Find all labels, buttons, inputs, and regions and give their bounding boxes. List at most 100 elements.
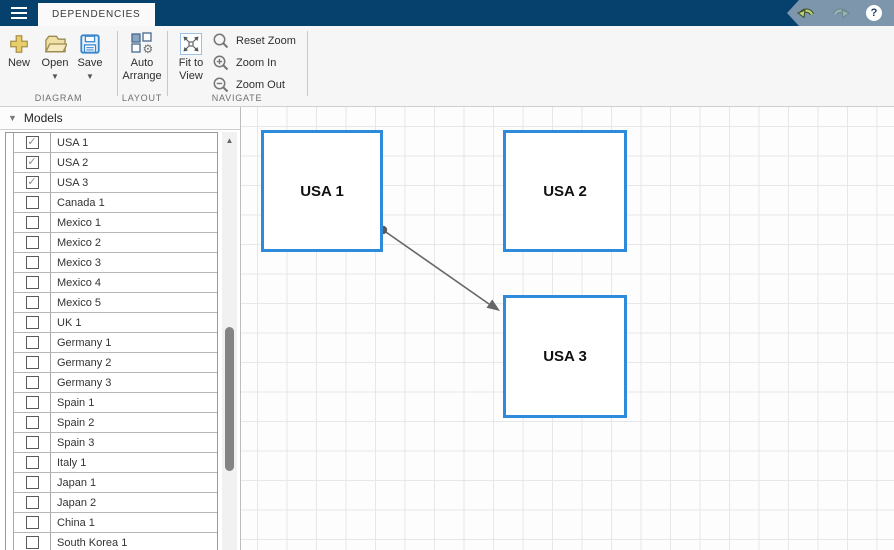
- node-usa-3[interactable]: USA 3: [503, 295, 627, 418]
- undo-button[interactable]: [796, 5, 816, 21]
- model-checkbox[interactable]: [25, 256, 39, 269]
- model-name-cell[interactable]: China 1: [51, 513, 217, 533]
- model-checkbox[interactable]: ✓: [25, 136, 39, 149]
- node-usa-1[interactable]: USA 1: [261, 130, 383, 252]
- zoom-out-button[interactable]: Zoom Out: [212, 74, 308, 96]
- model-checkbox[interactable]: [25, 416, 39, 429]
- model-checkbox[interactable]: [25, 296, 39, 309]
- model-row[interactable]: Japan 2: [6, 493, 217, 513]
- model-checkbox[interactable]: [25, 336, 39, 349]
- redo-icon: [832, 8, 850, 18]
- model-checkbox-cell: [14, 333, 51, 353]
- help-button[interactable]: ?: [864, 5, 884, 21]
- panel-divider[interactable]: [240, 107, 241, 550]
- fit-to-view-button[interactable]: Fit to View: [169, 29, 213, 83]
- group-label-navigate: NAVIGATE: [211, 93, 263, 103]
- model-name-cell[interactable]: Germany 1: [51, 333, 217, 353]
- group-separator: [167, 31, 168, 96]
- model-name-cell[interactable]: Spain 1: [51, 393, 217, 413]
- model-name-cell[interactable]: Mexico 4: [51, 273, 217, 293]
- save-dropdown-caret-icon[interactable]: ▼: [86, 72, 94, 81]
- model-checkbox[interactable]: [25, 216, 39, 229]
- model-row[interactable]: South Korea 1: [6, 533, 217, 550]
- model-checkbox[interactable]: [25, 356, 39, 369]
- model-checkbox[interactable]: [25, 496, 39, 509]
- diagram-canvas[interactable]: USA 1 USA 2 USA 3: [241, 107, 894, 550]
- model-row[interactable]: ✓ USA 1: [6, 133, 217, 153]
- scrollbar-thumb[interactable]: [225, 327, 234, 471]
- model-row[interactable]: Canada 1: [6, 193, 217, 213]
- model-name-cell[interactable]: Spain 3: [51, 433, 217, 453]
- open-button[interactable]: Open ▼: [37, 29, 73, 81]
- model-checkbox[interactable]: [25, 376, 39, 389]
- model-name-cell[interactable]: South Korea 1: [51, 533, 217, 550]
- model-row[interactable]: Japan 1: [6, 473, 217, 493]
- model-checkbox[interactable]: [25, 276, 39, 289]
- scroll-up-arrow-icon[interactable]: ▲: [225, 136, 234, 145]
- model-name-cell[interactable]: Mexico 3: [51, 253, 217, 273]
- model-row[interactable]: Germany 2: [6, 353, 217, 373]
- reset-zoom-button[interactable]: Reset Zoom: [212, 30, 308, 52]
- model-row[interactable]: Germany 1: [6, 333, 217, 353]
- model-row[interactable]: Mexico 5: [6, 293, 217, 313]
- model-checkbox[interactable]: [25, 396, 39, 409]
- menu-button[interactable]: [0, 0, 38, 26]
- model-row[interactable]: Mexico 1: [6, 213, 217, 233]
- model-row[interactable]: Mexico 4: [6, 273, 217, 293]
- model-checkbox[interactable]: [25, 316, 39, 329]
- model-row[interactable]: Italy 1: [6, 453, 217, 473]
- model-row[interactable]: Germany 3: [6, 373, 217, 393]
- model-row[interactable]: Mexico 3: [6, 253, 217, 273]
- model-checkbox[interactable]: ✓: [25, 176, 39, 189]
- model-row[interactable]: ✓ USA 2: [6, 153, 217, 173]
- model-name-cell[interactable]: USA 1: [51, 133, 217, 153]
- model-row[interactable]: China 1: [6, 513, 217, 533]
- model-name-cell[interactable]: Italy 1: [51, 453, 217, 473]
- model-name-cell[interactable]: Mexico 5: [51, 293, 217, 313]
- model-checkbox[interactable]: [25, 236, 39, 249]
- model-checkbox[interactable]: [25, 516, 39, 529]
- model-checkbox-cell: [14, 393, 51, 413]
- open-dropdown-caret-icon[interactable]: ▼: [51, 72, 59, 81]
- save-button[interactable]: Save ▼: [73, 29, 107, 81]
- redo-button[interactable]: [830, 5, 850, 21]
- model-name-cell[interactable]: Mexico 1: [51, 213, 217, 233]
- model-checkbox[interactable]: ✓: [25, 156, 39, 169]
- model-name-cell[interactable]: Japan 1: [51, 473, 217, 493]
- model-name-cell[interactable]: USA 2: [51, 153, 217, 173]
- zoom-out-icon: [213, 77, 229, 93]
- row-gutter: [6, 193, 14, 213]
- model-checkbox[interactable]: [25, 476, 39, 489]
- model-checkbox[interactable]: [25, 536, 39, 549]
- tab-dependencies[interactable]: DEPENDENCIES: [38, 3, 155, 26]
- model-checkbox-cell: [14, 213, 51, 233]
- model-checkbox[interactable]: [25, 196, 39, 209]
- new-button[interactable]: New: [2, 29, 36, 70]
- model-name-cell[interactable]: Germany 2: [51, 353, 217, 373]
- model-checkbox[interactable]: [25, 456, 39, 469]
- model-row[interactable]: Spain 2: [6, 413, 217, 433]
- model-row[interactable]: UK 1: [6, 313, 217, 333]
- model-name-cell[interactable]: Germany 3: [51, 373, 217, 393]
- model-row[interactable]: Spain 3: [6, 433, 217, 453]
- model-name-cell[interactable]: USA 3: [51, 173, 217, 193]
- quick-access-toolbar: ?: [787, 0, 894, 26]
- model-row[interactable]: Mexico 2: [6, 233, 217, 253]
- row-gutter: [6, 173, 14, 193]
- model-name-cell[interactable]: Mexico 2: [51, 233, 217, 253]
- model-name-cell[interactable]: Japan 2: [51, 493, 217, 513]
- group-label-diagram: DIAGRAM: [34, 93, 83, 103]
- models-scrollbar[interactable]: ▲: [222, 132, 237, 550]
- model-name-cell[interactable]: UK 1: [51, 313, 217, 333]
- model-row[interactable]: ✓ USA 3: [6, 173, 217, 193]
- model-name-cell[interactable]: Spain 2: [51, 413, 217, 433]
- row-gutter: [6, 533, 14, 550]
- node-usa-2[interactable]: USA 2: [503, 130, 627, 252]
- model-checkbox[interactable]: [25, 436, 39, 449]
- model-name-cell[interactable]: Canada 1: [51, 193, 217, 213]
- collapse-triangle-icon[interactable]: ▼: [8, 113, 17, 123]
- reset-zoom-icon: [213, 33, 229, 49]
- model-row[interactable]: Spain 1: [6, 393, 217, 413]
- zoom-in-button[interactable]: Zoom In: [212, 52, 308, 74]
- auto-arrange-button[interactable]: ⚙ Auto Arrange: [118, 29, 166, 83]
